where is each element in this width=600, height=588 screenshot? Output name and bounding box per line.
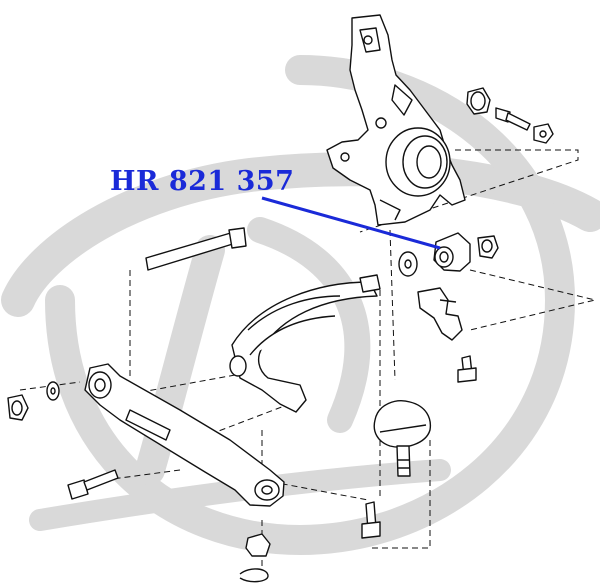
- guide-line-knuckle-lower: [389, 229, 396, 381]
- stabilizer-bracket: [417, 287, 463, 341]
- ball-joint: [373, 400, 432, 477]
- guide-line-ball-joint: [370, 440, 431, 549]
- upper-bolt: [495, 107, 531, 131]
- bushing-collar: [477, 235, 499, 259]
- control-arm-bushing: [433, 232, 471, 272]
- watermark-ring: [45, 55, 576, 556]
- watermark-underline: [29, 459, 451, 531]
- bracket-bolt: [457, 355, 477, 383]
- part-leader-line: [261, 196, 441, 250]
- parts: [7, 14, 554, 583]
- hub-bearing: [385, 127, 451, 197]
- left-bushing: [7, 394, 29, 421]
- watermark-swoosh: [1, 152, 600, 317]
- lower-bolt: [67, 469, 119, 500]
- brand-watermark: [1, 55, 600, 556]
- watermark-letter-curve: [247, 217, 371, 433]
- front-lower-arm: [84, 363, 285, 507]
- upper-nut: [533, 123, 554, 144]
- upper-bushing: [466, 87, 491, 115]
- washer: [398, 251, 418, 277]
- left-washer: [46, 381, 60, 401]
- castle-nut: [245, 533, 271, 557]
- long-bolt: [145, 227, 247, 271]
- guide-line-knuckle-bolts: [359, 149, 579, 233]
- part-number-label: HR 821 357: [110, 166, 295, 197]
- cotter-pin: [239, 568, 269, 583]
- lower-control-arm: [229, 274, 381, 413]
- guide-line-stabilizer: [469, 269, 596, 331]
- ball-joint-bolt: [361, 501, 381, 539]
